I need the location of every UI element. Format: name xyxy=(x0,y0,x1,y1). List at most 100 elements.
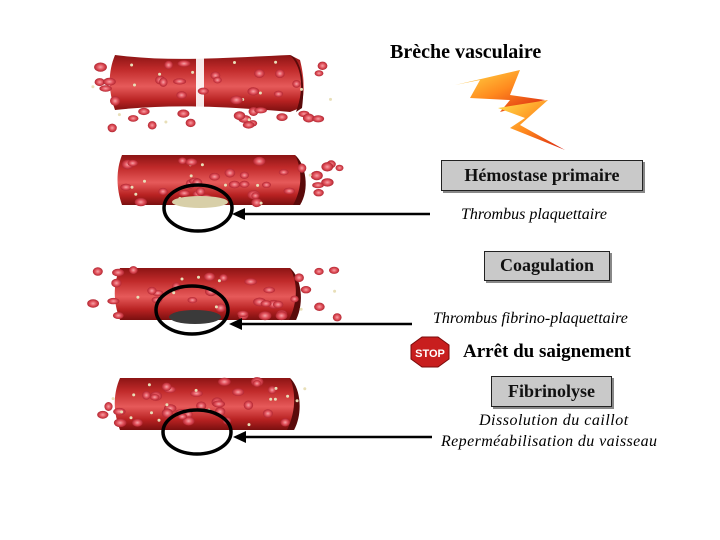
red-blood-cell xyxy=(267,386,277,394)
platelet xyxy=(132,393,136,397)
fibrinolysis-box: Fibrinolyse xyxy=(491,376,612,407)
red-blood-cell xyxy=(314,267,324,276)
platelet-plug xyxy=(172,196,228,208)
red-blood-cell xyxy=(272,300,284,309)
red-blood-cell xyxy=(127,159,138,167)
platelet xyxy=(233,61,236,64)
platelet xyxy=(274,60,278,64)
red-blood-cell xyxy=(132,418,143,427)
red-blood-cell xyxy=(244,278,257,286)
red-blood-cells-3 xyxy=(87,266,342,322)
arrow-head-2 xyxy=(229,318,242,330)
platelet xyxy=(117,113,121,117)
platelet xyxy=(165,403,169,407)
red-blood-cell xyxy=(276,113,288,121)
platelet xyxy=(143,179,146,183)
platelet xyxy=(91,85,95,89)
red-blood-cell xyxy=(218,377,231,386)
red-blood-cell xyxy=(176,91,187,99)
red-blood-cell xyxy=(87,299,99,308)
platelet xyxy=(130,63,134,67)
red-blood-cell xyxy=(197,87,209,95)
red-blood-cell xyxy=(94,78,105,87)
platelet xyxy=(308,173,312,177)
platelet xyxy=(295,399,299,403)
red-blood-cell xyxy=(312,182,324,189)
red-blood-cell xyxy=(150,394,160,401)
red-blood-cell xyxy=(247,87,260,96)
red-blood-cell xyxy=(251,198,262,208)
red-blood-cell xyxy=(273,90,284,98)
red-blood-cell xyxy=(107,123,117,133)
vessel-fibrin-thrombus xyxy=(87,266,412,336)
red-blood-cell xyxy=(113,418,127,428)
repermeabilisation-label: Reperméabilisation du vaisseau xyxy=(441,433,658,450)
platelet xyxy=(300,87,303,91)
red-blood-cell xyxy=(233,111,246,121)
arrow-head-1 xyxy=(232,208,245,220)
clot-dissolution-label: Dissolution du caillot xyxy=(479,412,629,429)
red-blood-cell xyxy=(178,190,190,197)
platelet xyxy=(217,279,221,283)
red-blood-cell xyxy=(190,390,203,397)
red-blood-cell xyxy=(242,121,255,129)
red-blood-cell xyxy=(104,402,113,411)
red-blood-cell xyxy=(280,418,290,427)
red-blood-cell xyxy=(262,409,273,418)
platelet xyxy=(194,388,198,392)
red-blood-cell xyxy=(94,62,107,72)
red-blood-cell xyxy=(147,286,157,295)
red-blood-cell xyxy=(112,268,125,277)
red-blood-cell xyxy=(120,183,132,191)
lightning-bolt-icon xyxy=(455,70,545,112)
red-blood-cell xyxy=(185,118,196,128)
red-blood-cell xyxy=(110,96,121,106)
red-blood-cell xyxy=(262,181,271,188)
red-blood-cell xyxy=(332,313,342,322)
red-blood-cell xyxy=(294,273,304,283)
red-blood-cell xyxy=(187,297,198,304)
breach-title: Brèche vasculaire xyxy=(390,41,542,63)
platelet xyxy=(172,291,176,295)
platelet xyxy=(259,201,263,205)
platelet xyxy=(158,72,162,76)
red-blood-cell xyxy=(107,297,120,305)
red-blood-cell xyxy=(224,168,236,178)
red-blood-cell xyxy=(292,80,301,88)
platelet xyxy=(133,83,136,87)
red-blood-cell xyxy=(290,295,299,303)
platelet xyxy=(299,307,303,311)
platelet xyxy=(224,183,227,187)
platelet-thrombus-label: Thrombus plaquettaire xyxy=(461,206,607,223)
red-blood-cell xyxy=(103,77,116,86)
platelet xyxy=(189,174,193,178)
arrow-head-3 xyxy=(233,431,246,443)
red-blood-cell xyxy=(321,178,334,187)
red-blood-cell xyxy=(275,311,288,321)
platelet xyxy=(258,91,262,95)
red-blood-cell xyxy=(213,76,222,84)
platelet xyxy=(269,397,273,401)
red-blood-cell xyxy=(239,180,250,188)
red-blood-cell xyxy=(228,180,241,189)
red-blood-cell xyxy=(159,77,168,87)
red-blood-cell xyxy=(275,69,285,78)
platelet xyxy=(130,185,134,189)
red-blood-cell xyxy=(243,400,254,410)
red-blood-cell xyxy=(314,302,325,311)
red-blood-cell xyxy=(232,388,245,396)
platelet xyxy=(111,397,115,401)
platelet xyxy=(247,118,251,122)
platelet xyxy=(134,192,138,196)
platelet xyxy=(256,183,260,187)
red-blood-cell xyxy=(97,410,109,419)
platelet xyxy=(120,410,124,414)
platelet xyxy=(150,411,153,415)
platelet xyxy=(247,423,251,427)
red-blood-cell xyxy=(178,157,187,165)
red-blood-cell xyxy=(297,163,307,173)
red-blood-cells-1 xyxy=(91,60,332,133)
thrombus-circle-1 xyxy=(162,183,234,233)
red-blood-cell xyxy=(92,267,103,276)
vessel-breach xyxy=(91,55,332,133)
